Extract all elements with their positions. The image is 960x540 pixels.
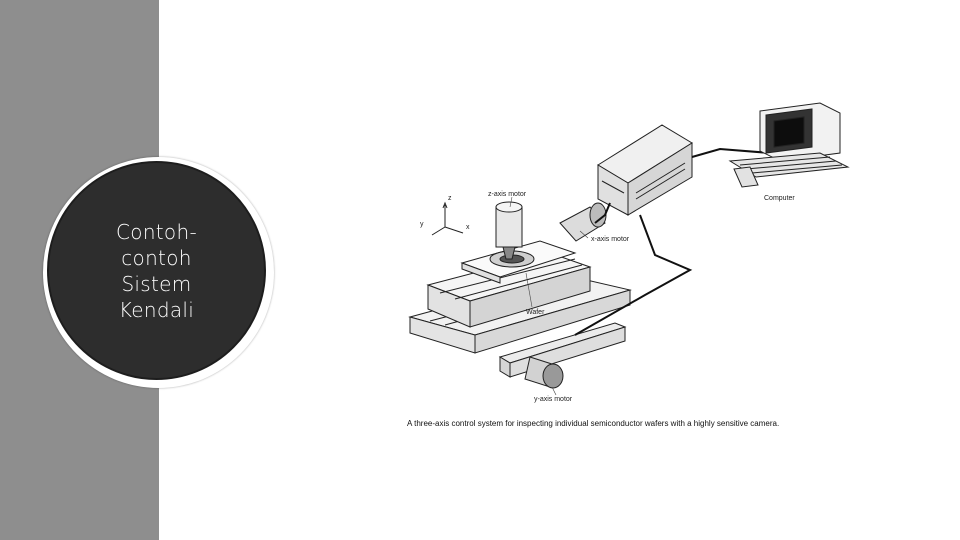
title-line-2: contoh <box>121 245 192 270</box>
axis-z-label: z <box>448 195 452 202</box>
axis-indicator-icon <box>431 201 464 236</box>
axis-x-label: x <box>466 224 470 231</box>
z-axis-motor-icon <box>495 201 523 260</box>
figure-caption: A three-axis control system for inspecti… <box>407 419 780 428</box>
x-axis-motor-icon <box>559 202 607 242</box>
title-ring: Contoh- contoh Sistem Kendali <box>43 157 274 388</box>
three-axis-system-illustration: z-axis motor x-axis motor Wafer y-axis m… <box>400 95 860 425</box>
wafer-label: Wafer <box>526 309 545 316</box>
slide-title: Contoh- contoh Sistem Kendali <box>116 219 197 323</box>
illustration-drawing <box>408 102 850 396</box>
signal-cables <box>574 147 771 336</box>
label-leaders <box>509 196 589 396</box>
title-line-4: Kendali <box>118 297 195 322</box>
controller-box-icon <box>597 124 693 216</box>
computer-icon <box>728 102 850 188</box>
title-line-3: Sistem <box>121 271 192 296</box>
x-axis-motor-label: x-axis motor <box>591 236 630 243</box>
y-axis-motor-label: y-axis motor <box>534 396 573 403</box>
axis-y-label: y <box>420 221 424 228</box>
title-circle: Contoh- contoh Sistem Kendali <box>47 161 266 380</box>
z-axis-motor-label: z-axis motor <box>488 191 527 198</box>
title-line-1: Contoh- <box>116 219 197 244</box>
computer-label: Computer <box>764 195 795 202</box>
y-axis-motor-icon <box>524 356 564 389</box>
